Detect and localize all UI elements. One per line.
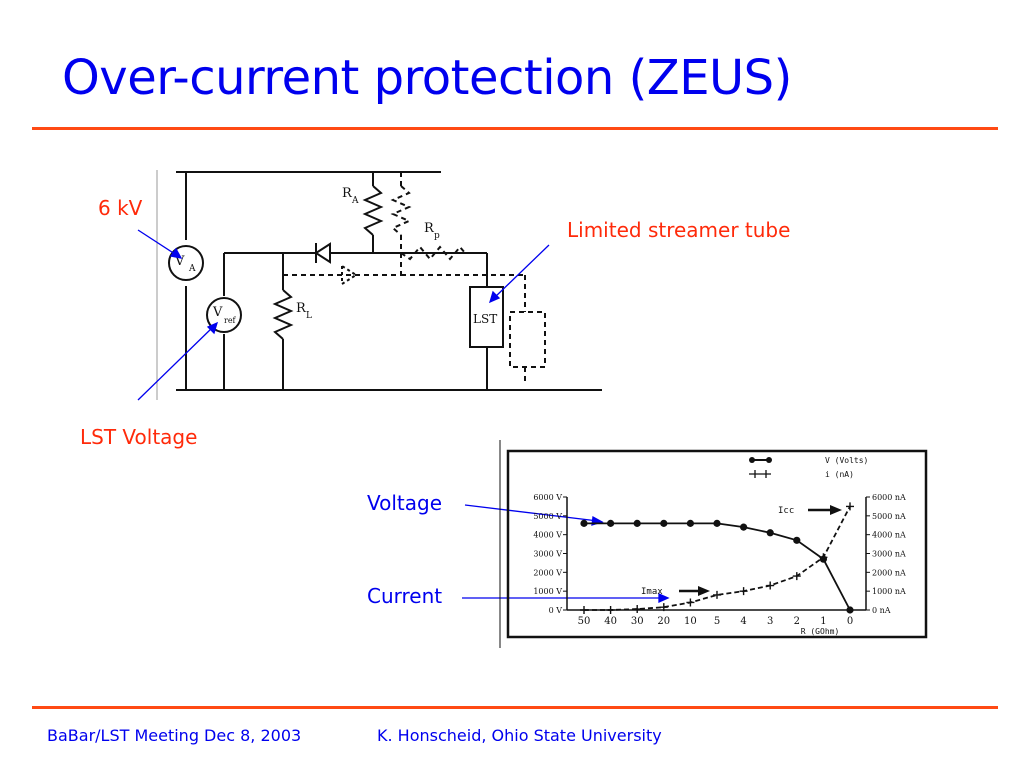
- chart-annotation-icc: Icc: [778, 506, 794, 516]
- voltage-point: [766, 529, 774, 537]
- voltage-point: [793, 536, 801, 544]
- legend-dot-marker: [766, 457, 772, 463]
- footer-right: K. Honscheid, Ohio State University: [377, 726, 662, 745]
- current-point: [713, 590, 721, 599]
- x-tick-label: 50: [578, 616, 591, 627]
- voltage-point: [633, 519, 641, 527]
- current-point: [846, 502, 854, 511]
- x-tick-label: 30: [631, 616, 644, 627]
- imax-arrow-head: [698, 586, 710, 596]
- current-point: [792, 572, 801, 581]
- current-point: [739, 587, 748, 596]
- x-tick-label: 5: [714, 616, 720, 627]
- bottom-divider: [32, 706, 998, 709]
- rp-label: R: [424, 221, 435, 236]
- current-point: [580, 606, 588, 614]
- series-line-current: [584, 505, 851, 611]
- va-sub: A: [188, 264, 196, 274]
- x-tick-label: 4: [740, 616, 746, 627]
- y-tick-label-right: 2000 nA: [872, 568, 906, 577]
- current-point: [659, 603, 668, 612]
- voltage-point: [740, 523, 748, 531]
- x-tick-label: 40: [604, 616, 617, 627]
- x-tick-label: 3: [767, 616, 773, 627]
- voltage-point: [607, 519, 615, 527]
- voltage-point: [580, 519, 588, 527]
- icc-arrow-head: [830, 505, 842, 515]
- y-tick-label-left: 6000 V: [533, 493, 562, 502]
- y-tick-label-left: 4000 V: [533, 531, 562, 540]
- current-point: [686, 598, 695, 607]
- x-tick-label: 2: [794, 616, 800, 627]
- y-tick-label-left: 1000 V: [533, 587, 562, 596]
- rp-sub: p: [434, 231, 440, 241]
- lst-label: LST: [473, 312, 497, 326]
- annotation-limited-streamer-tube: Limited streamer tube: [567, 218, 791, 242]
- voltage-point: [660, 519, 668, 527]
- va-label: V: [174, 254, 185, 269]
- rl-sub: L: [306, 311, 312, 321]
- current-point: [819, 553, 828, 562]
- slide-title: Over-current protection (ZEUS): [62, 50, 792, 106]
- legend-plus-marker: [749, 470, 771, 478]
- y-tick-label-left: 5000 V: [533, 512, 562, 521]
- x-tick-label: 20: [657, 616, 670, 627]
- legend-label-voltage: V (Volts): [825, 456, 868, 465]
- annotation-lst-voltage: LST Voltage: [80, 425, 198, 449]
- y-tick-label-right: 3000 nA: [872, 550, 906, 559]
- y-tick-label-right: 5000 nA: [872, 512, 906, 521]
- ra-sub: A: [351, 196, 359, 206]
- legend-label-current: i (nA): [825, 470, 854, 479]
- y-tick-label-right: 4000 nA: [872, 531, 906, 540]
- y-tick-label-right: 6000 nA: [872, 493, 906, 502]
- x-axis-label: R (GOhm): [801, 627, 840, 636]
- y-tick-label-right: 0 nA: [872, 606, 891, 615]
- ra-label: R: [342, 186, 353, 201]
- voltage-point: [686, 519, 695, 527]
- y-tick-label-left: 3000 V: [533, 550, 562, 559]
- chart-annotation-imax: Imax: [641, 587, 663, 597]
- annotation-voltage: Voltage: [367, 491, 443, 515]
- x-tick-label: 1: [820, 616, 826, 627]
- vref-sub: ref: [224, 316, 237, 325]
- annotation-current: Current: [367, 584, 443, 608]
- x-tick-label: 10: [684, 616, 697, 627]
- annotation-6kv: 6 kV: [98, 196, 143, 220]
- voltage-point: [846, 606, 854, 614]
- vref-label: V: [212, 305, 223, 320]
- current-point: [606, 606, 615, 614]
- voltage-point: [713, 519, 721, 527]
- current-point: [766, 581, 775, 590]
- top-divider: [32, 127, 998, 130]
- y-tick-label-right: 1000 nA: [872, 587, 906, 596]
- current-point: [633, 605, 642, 614]
- y-tick-label-left: 0 V: [549, 606, 563, 615]
- x-tick-label: 0: [847, 616, 853, 627]
- footer-left: BaBar/LST Meeting Dec 8, 2003: [47, 726, 302, 745]
- rl-label: R: [296, 301, 307, 316]
- y-tick-label-left: 2000 V: [533, 568, 562, 577]
